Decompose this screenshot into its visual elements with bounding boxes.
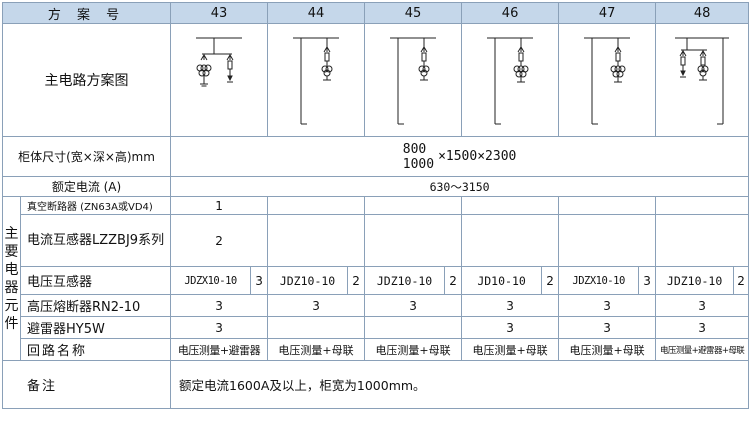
ct-count: [558, 214, 657, 267]
breaker-count: 1: [170, 196, 269, 215]
scheme-table: 方 案 号 43 44 45 46 47 48 主电路方案图: [1, 2, 750, 409]
circuit-diagram-47: [558, 23, 657, 137]
ct-count: 2: [170, 214, 269, 267]
scheme-number: 45: [364, 2, 463, 24]
vt-count: 2: [347, 266, 366, 295]
single-line-diagram-icon: [487, 37, 534, 125]
breaker-row-label: 真空断路器 (ZN63A或VD4): [19, 196, 172, 215]
fuse-row: 高压熔断器RN2-10 3 3 3 3 3 3: [3, 294, 750, 317]
circuit-diagram-row: 主电路方案图: [1, 23, 750, 137]
vt-count: 2: [444, 266, 463, 295]
fuse-count: 3: [655, 294, 750, 317]
fuse-count: 3: [558, 294, 657, 317]
scheme-number: 47: [558, 2, 657, 24]
breaker-count: [267, 196, 366, 215]
loop-name: 电压测量+避雷器+母联: [655, 338, 750, 361]
current-row-label: 额定电流 (A): [1, 176, 172, 197]
circuit-diagram-43: [170, 23, 269, 137]
arrester-count: 3: [558, 316, 657, 339]
circuit-diagram-48: [655, 23, 750, 137]
breaker-count: [655, 196, 750, 215]
side-char: 电: [4, 261, 19, 278]
circuit-diagram-44: [267, 23, 366, 137]
remark-row: 备注 额定电流1600A及以上，柜宽为1000mm。: [1, 360, 750, 409]
ct-count: [655, 214, 750, 267]
vt-count: 3: [250, 266, 269, 295]
breaker-count: [461, 196, 560, 215]
single-line-diagram-icon: [293, 37, 340, 125]
scheme-number: 43: [170, 2, 269, 24]
size-row-label: 柜体尺寸(宽×深×高)mm: [1, 136, 172, 177]
loop-row-label: 回路名称: [19, 338, 172, 361]
current-row: 额定电流 (A) 630～3150: [1, 176, 750, 197]
arrester-row-label: 避雷器HY5W: [19, 316, 172, 339]
arrester-count: [364, 316, 463, 339]
main-elements-side-label: 主 要 电 器 元 件: [2, 196, 21, 361]
scheme-number: 46: [461, 2, 560, 24]
circuit-row-label: 主电路方案图: [1, 23, 172, 137]
remark-row-label: 备注: [1, 360, 172, 409]
fuse-count: 3: [170, 294, 269, 317]
size-row-value: 800 1000 ×1500×2300: [170, 136, 750, 177]
arrester-count: 3: [461, 316, 560, 339]
arrester-row: 避雷器HY5W 3 3 3 3: [3, 316, 750, 339]
circuit-diagram-45: [364, 23, 463, 137]
header-row: 方 案 号 43 44 45 46 47 48: [1, 2, 750, 24]
arrester-count: 3: [170, 316, 269, 339]
width-value-2: 1000: [402, 156, 435, 172]
ct-count: [461, 214, 560, 267]
circuit-diagram-46: [461, 23, 560, 137]
vt-count: 2: [541, 266, 560, 295]
scheme-number: 48: [655, 2, 750, 24]
fuse-count: 3: [461, 294, 560, 317]
loop-name: 电压测量+母联: [461, 338, 560, 361]
remark-text: 额定电流1600A及以上，柜宽为1000mm。: [170, 360, 750, 409]
vt-model: JDZX10-10: [170, 266, 252, 295]
vt-row: 电压互感器 JDZX10-10 3 JDZ10-10 2 JDZ10-10 2 …: [3, 266, 750, 295]
single-line-diagram-icon: [675, 37, 730, 125]
ct-count: [364, 214, 463, 267]
vt-model: JDZ10-10: [364, 266, 446, 295]
ct-row: 电流互感器LZZBJ9系列 2: [3, 214, 750, 267]
header-label: 方 案 号: [1, 2, 172, 24]
vt-model: JDZX10-10: [558, 266, 640, 295]
loop-name: 电压测量+母联: [267, 338, 366, 361]
vt-row-label: 电压互感器: [19, 266, 172, 295]
ct-count: [267, 214, 366, 267]
breaker-row: 主 要 电 器 元 件 真空断路器 (ZN63A或VD4) 1: [2, 196, 750, 361]
breaker-count: [364, 196, 463, 215]
vt-count: 2: [733, 266, 750, 295]
arrester-count: [267, 316, 366, 339]
side-char: 要: [4, 243, 19, 260]
arrester-count: 3: [655, 316, 750, 339]
side-char: 件: [4, 315, 19, 332]
vt-model: JD10-10: [461, 266, 543, 295]
vt-count: 3: [638, 266, 657, 295]
breaker-count: [558, 196, 657, 215]
loop-row: 回路名称 电压测量+避雷器 电压测量+母联 电压测量+母联 电压测量+母联 电压…: [3, 338, 750, 361]
size-row: 柜体尺寸(宽×深×高)mm 800 1000 ×1500×2300: [1, 136, 750, 177]
fuse-row-label: 高压熔断器RN2-10: [19, 294, 172, 317]
single-line-diagram-icon: [584, 37, 631, 125]
side-char: 器: [4, 279, 19, 296]
ct-row-label: 电流互感器LZZBJ9系列: [19, 214, 172, 267]
loop-name: 电压测量+母联: [558, 338, 657, 361]
fuse-count: 3: [267, 294, 366, 317]
vt-model: JDZ10-10: [267, 266, 349, 295]
current-row-value: 630～3150: [170, 176, 750, 197]
scheme-number: 44: [267, 2, 366, 24]
side-char: 主: [4, 225, 19, 242]
single-line-diagram-icon: [390, 37, 437, 125]
width-value-1: 800: [402, 141, 427, 157]
loop-name: 电压测量+避雷器: [170, 338, 269, 361]
side-char: 元: [4, 297, 19, 314]
depth-height-value: ×1500×2300: [438, 149, 517, 164]
loop-name: 电压测量+母联: [364, 338, 463, 361]
vt-model: JDZ10-10: [655, 266, 735, 295]
fuse-count: 3: [364, 294, 463, 317]
single-line-diagram-icon: [196, 37, 243, 87]
